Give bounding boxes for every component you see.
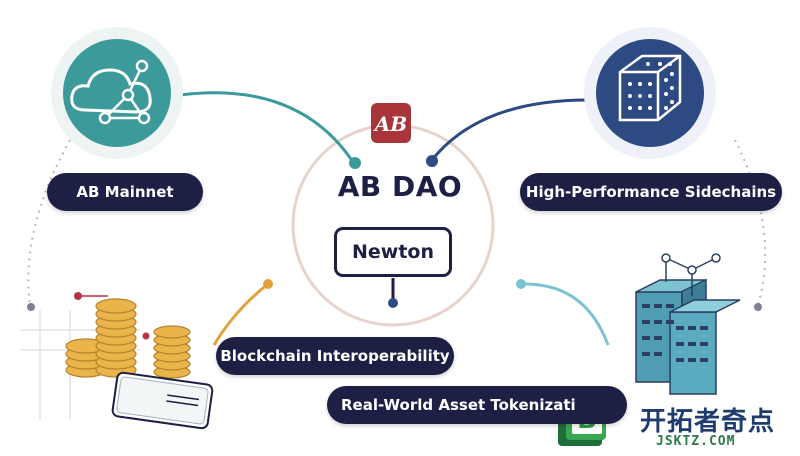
ab-logo: AB [371,103,411,143]
connector-rwa [520,282,610,346]
server-towers-icon [635,253,741,395]
cube-grid-icon [584,27,716,159]
cloud-network-icon [51,27,183,159]
label-high-performance-sidechains: High-Performance Sidechains [520,173,782,211]
connector-mainnet-dot [349,157,361,169]
label-real-world-asset-tokenization: Real-World Asset Tokenizati [327,386,627,424]
newton-stem-dot [388,298,398,308]
connector-sidechains-dot [426,155,438,167]
right-dot [754,303,762,311]
coin-stacks-icon [20,292,214,430]
left-dotted-arc [27,139,71,306]
svg-text:AB: AB [373,112,407,136]
right-dotted-arc [734,139,767,306]
left-dot [27,303,35,311]
connector-interop-dot [263,279,273,289]
watermark-url: JSKTZ.COM [656,434,736,449]
center-title: AB DAO [337,170,463,203]
watermark-text: 开拓者奇点 [640,407,776,437]
newton-box: Newton [334,227,452,277]
label-blockchain-interoperability: Blockchain Interoperability [216,337,454,375]
connector-rwa-dot [516,279,526,289]
connector-mainnet [179,91,357,166]
connector-sidechains [430,98,589,161]
connector-interop [212,282,269,346]
label-ab-mainnet: AB Mainnet [47,173,203,211]
